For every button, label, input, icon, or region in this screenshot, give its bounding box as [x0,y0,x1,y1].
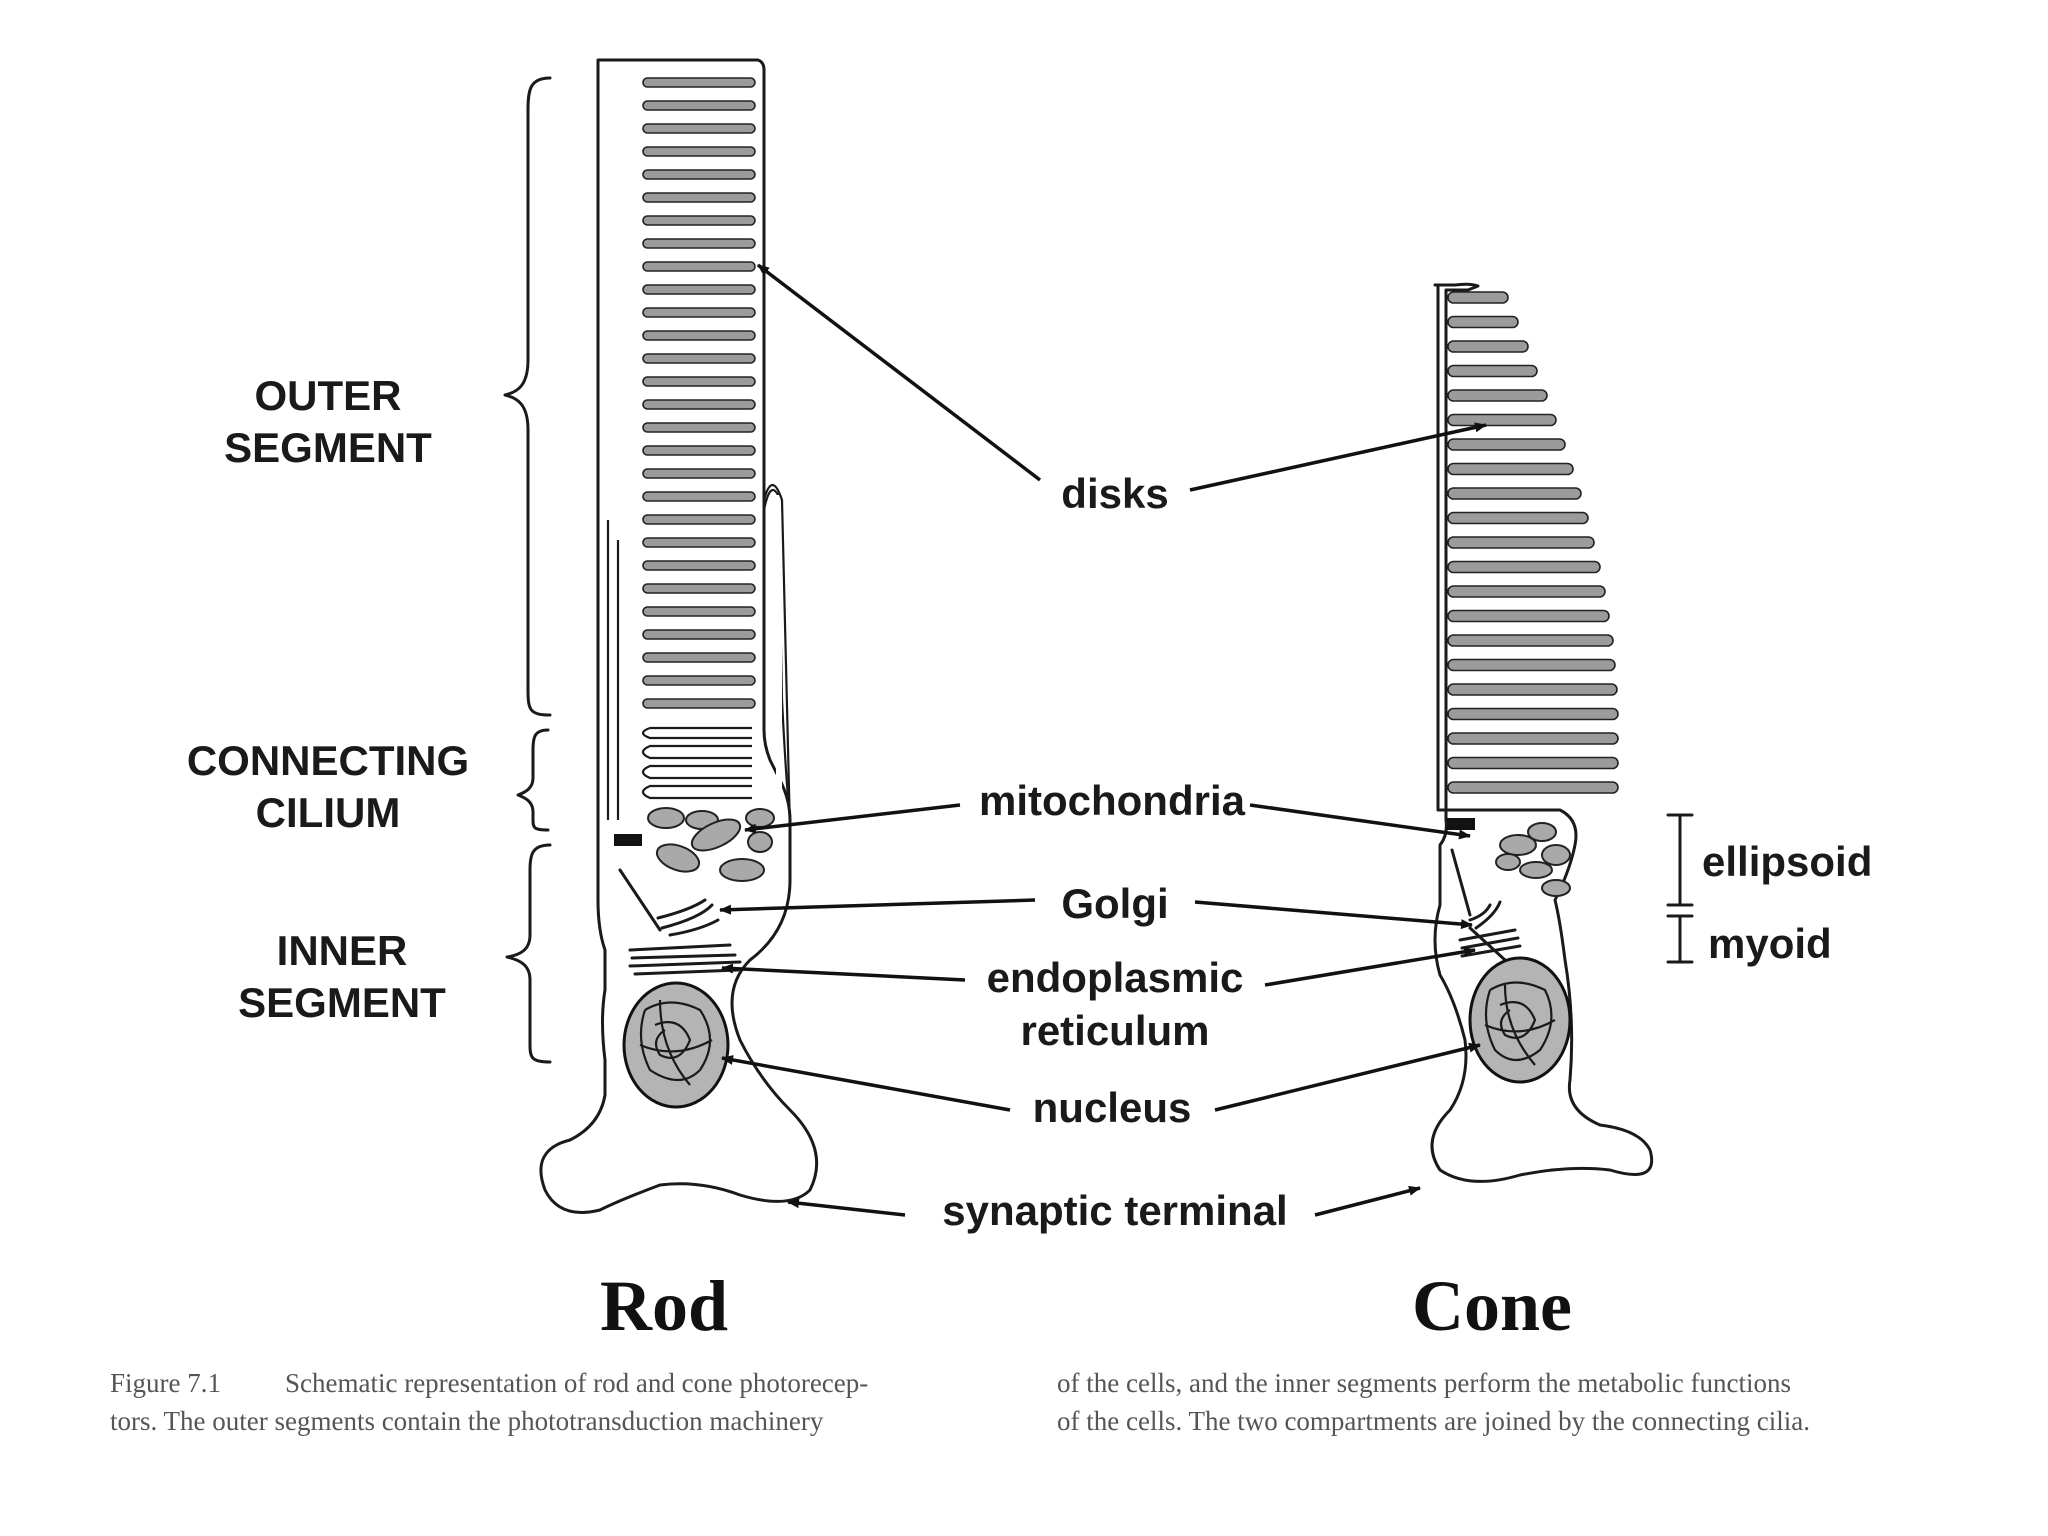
rod-cell [539,58,819,1214]
ellipsoid-label: ellipsoid [1702,838,1872,885]
rod-disk [642,514,756,525]
rod-disk [642,146,756,157]
cone-cell [1430,282,1653,1183]
cone-disk [1447,781,1619,794]
cone-disk [1447,511,1589,525]
rod-disk [642,468,756,479]
cone-mitochondria [1495,822,1571,897]
cone-disk [1447,364,1538,378]
caption-left-line-1: Schematic representation of rod and cone… [285,1368,868,1398]
inner-segment-label-1: INNER [277,927,408,974]
synaptic-terminal-label: synaptic terminal [942,1187,1287,1234]
rod-disk [642,583,756,594]
rod-nucleus [622,981,730,1109]
caption-left-line-2: tors. The outer segments contain the pho… [110,1406,824,1436]
rod-basal-body [614,834,642,846]
rod-disk [642,606,756,617]
brace-inner-segment [505,843,552,1064]
rod-disk [642,652,756,663]
cone-disk [1447,487,1582,500]
cone-disk [1447,756,1619,770]
rod-disk [642,698,756,709]
cone-disk [1447,560,1601,574]
rod-cilium-loops [641,726,752,800]
er-label-1: endoplasmic [987,954,1244,1001]
disks-label: disks [1061,470,1168,517]
rod-title: Rod [600,1266,728,1346]
rod-disk [642,284,756,295]
rod-disk [642,123,756,134]
ellipsoid-bar [1666,813,1694,907]
cone-disk [1447,634,1614,647]
cone-basal-body [1447,818,1475,830]
rod-mitochondria [647,807,775,882]
cone-disk [1447,291,1509,304]
connecting-cilium-label-1: CONNECTING [187,737,469,784]
cone-disk [1447,732,1619,745]
brace-outer-segment [503,76,552,717]
caption-right-line-1: of the cells, and the inner segments per… [1057,1368,1791,1398]
rod-disk [642,353,756,364]
cone-nucleus [1468,956,1572,1084]
rod-disk [642,169,756,180]
myoid-label: myoid [1708,920,1832,967]
golgi-label: Golgi [1061,880,1168,927]
rod-disk [642,422,756,433]
cone-disk [1447,315,1519,329]
arrows [719,263,1487,1217]
rod-disk [642,445,756,456]
outer-segment-label-1: OUTER [255,372,402,419]
er-label-2: reticulum [1020,1007,1209,1054]
cone-disk [1447,707,1619,721]
cone-disk [1447,609,1610,623]
rod-disk [642,100,756,111]
connecting-cilium-label-2: CILIUM [256,789,401,836]
cone-disk [1447,536,1595,549]
brace-connecting-cilium [516,728,550,832]
cone-disk [1447,413,1557,427]
rod-disk [642,330,756,341]
rod-disk [642,307,756,318]
cone-disk [1447,340,1529,353]
cone-er [1458,926,1522,962]
rod-disk [642,537,756,548]
rod-disk [642,215,756,226]
rod-disk [642,238,756,249]
caption-right-line-2: of the cells. The two compartments are j… [1057,1406,1810,1436]
nucleus-label: nucleus [1033,1084,1192,1131]
myoid-bar [1666,914,1694,964]
rod-disk [642,261,756,272]
outer-segment-label-2: SEGMENT [224,424,432,471]
figure-caption: Figure 7.1 Schematic representation of r… [110,1368,1810,1436]
cone-disk [1447,462,1574,476]
cone-disk [1447,585,1606,598]
mitochondria-label: mitochondria [979,777,1246,824]
rod-disk [642,675,756,686]
cone-disk [1447,683,1618,696]
inner-segment-label-2: SEGMENT [238,979,446,1026]
rod-disk [642,376,756,387]
rod-golgi [618,868,720,937]
rod-disk [642,399,756,410]
cone-disk [1447,438,1566,451]
rod-disk [642,629,756,640]
cone-disk [1447,389,1548,402]
rod-disk [642,192,756,203]
rod-disk-stack [642,77,756,709]
rod-disk [642,560,756,571]
rod-disk [642,77,756,88]
rod-disk [642,491,756,502]
cone-title: Cone [1412,1266,1572,1346]
cone-golgi [1450,848,1502,930]
cone-disk-stack [1447,291,1619,794]
cone-disk [1447,658,1616,672]
rod-er [628,943,742,976]
caption-figure-label: Figure 7.1 [110,1368,221,1398]
